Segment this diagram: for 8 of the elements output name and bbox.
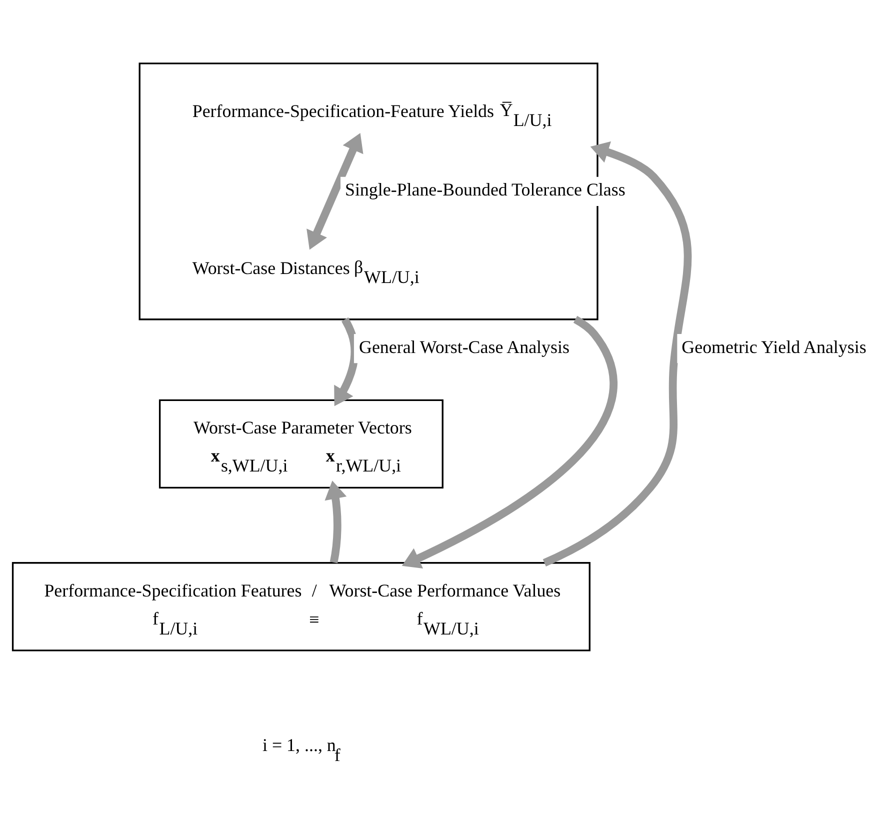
arrow — [334, 317, 359, 406]
edge-label: General Worst-Case Analysis — [359, 336, 570, 357]
arrow — [402, 316, 618, 568]
edge-label: Geometric Yield Analysis — [682, 336, 866, 357]
arrow — [542, 141, 692, 566]
edge-label: Single-Plane-Bounded Tolerance Class — [344, 180, 626, 200]
arrow — [324, 480, 347, 564]
arrow — [306, 133, 364, 250]
